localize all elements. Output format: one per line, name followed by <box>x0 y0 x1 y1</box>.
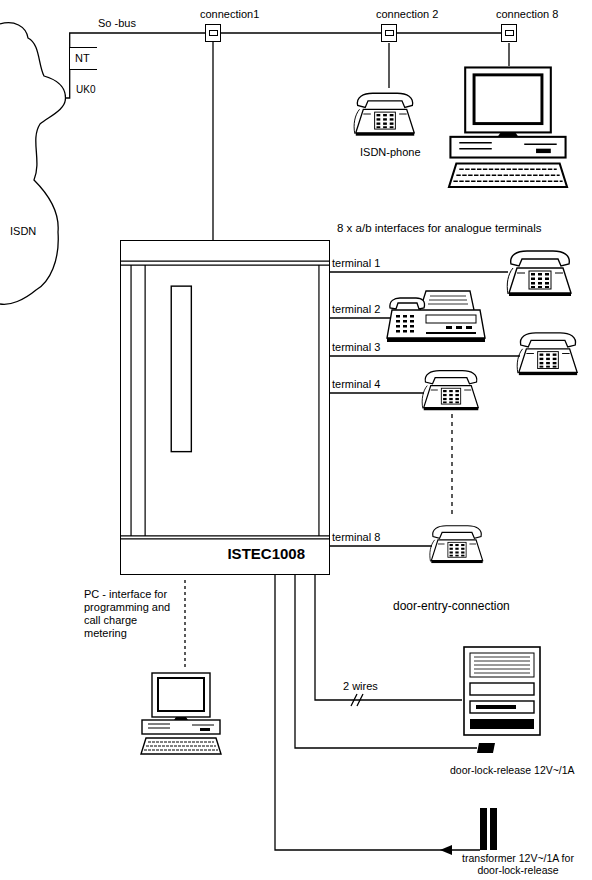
door-lock-icon <box>477 743 495 753</box>
terminal-label: terminal 8 <box>332 531 380 544</box>
socket-label: connection1 <box>200 8 259 21</box>
socket-face <box>505 30 514 36</box>
terminal-label: terminal 3 <box>332 341 380 354</box>
phone-icon <box>430 526 483 563</box>
socket-box <box>381 24 397 42</box>
computer-icon <box>449 67 567 187</box>
isdn-phone-icon <box>354 93 414 135</box>
phone-icon <box>517 333 577 375</box>
pbx-cabinet: ISTEC1008 <box>120 240 330 575</box>
socket-label: connection 8 <box>496 8 558 21</box>
phone-icon <box>507 251 571 296</box>
connector-line <box>212 42 213 240</box>
socket: connection 8 <box>496 8 558 42</box>
heading-label: door-entry-connection <box>393 600 510 613</box>
connector-line <box>221 32 381 33</box>
interface-label: PC - interface for programming and call … <box>84 588 180 640</box>
computer-icon <box>141 673 221 754</box>
connector-line <box>70 33 205 47</box>
device-name: ISTEC1008 <box>227 545 305 563</box>
socket-face <box>385 30 394 36</box>
device-label: door-lock-release 12V~/1A <box>450 764 575 777</box>
heading-label: 8 x a/b interfaces for analogue terminal… <box>337 222 542 235</box>
network-name: ISDN <box>10 225 36 238</box>
connector-line <box>397 32 501 33</box>
terminal-label: terminal 2 <box>332 303 380 316</box>
socket-box <box>205 24 221 42</box>
socket: connection 2 <box>376 8 438 42</box>
nt-box: NT <box>69 47 97 70</box>
socket: connection1 <box>200 8 259 42</box>
socket-box <box>501 24 517 42</box>
fax-icon <box>387 291 485 342</box>
bus-label: So -bus <box>98 17 136 30</box>
connector-line <box>66 70 70 98</box>
phone-icon <box>422 371 478 411</box>
arrowhead <box>440 845 452 855</box>
transformer-icon <box>480 808 487 850</box>
device-label: ISDN-phone <box>360 146 421 159</box>
socket-label: connection 2 <box>376 8 438 21</box>
wire-label: 2 wires <box>343 680 378 693</box>
device-label: NT <box>75 52 90 65</box>
network-cloud: ISDN <box>0 20 66 310</box>
transformer-icon <box>490 808 497 850</box>
terminal-label: terminal 4 <box>332 378 380 391</box>
door-entry-icon <box>464 647 540 735</box>
terminal-label: terminal 1 <box>332 257 380 270</box>
interface-label: UK0 <box>76 83 95 96</box>
socket-face <box>209 30 218 36</box>
device-label: transformer 12V~/1A for door-lock-releas… <box>452 852 584 876</box>
